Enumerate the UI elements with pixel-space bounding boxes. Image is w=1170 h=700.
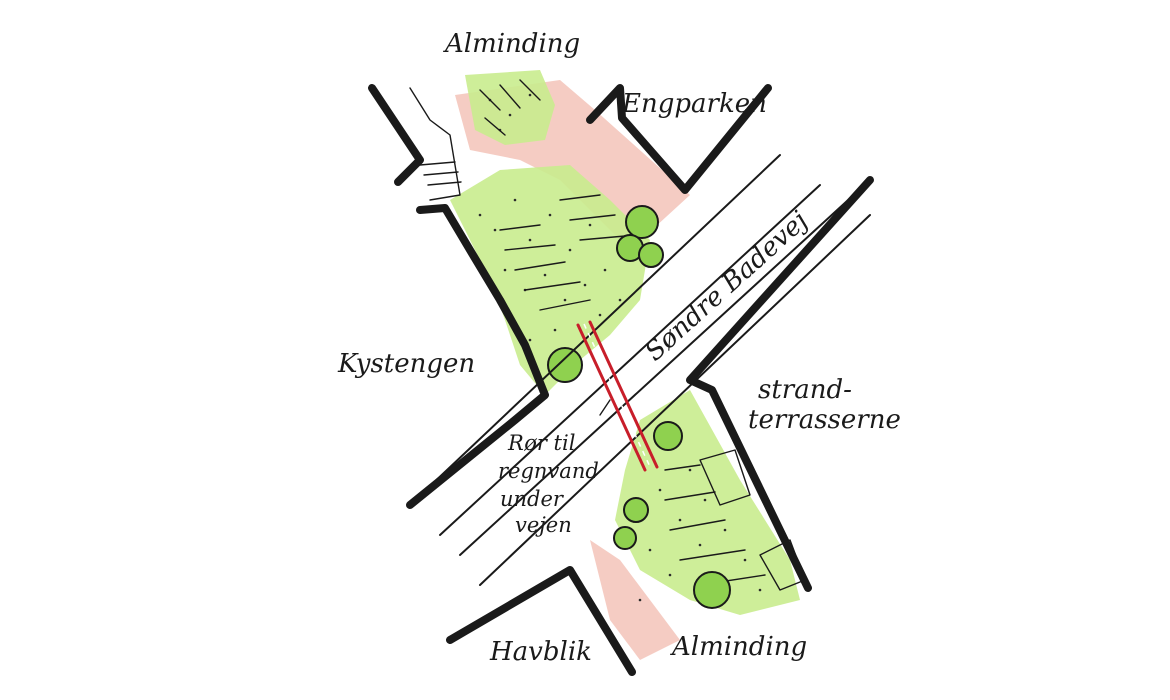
rainwater-pipe [576, 320, 659, 472]
wall-north-engparken [586, 84, 772, 194]
tree [638, 242, 664, 268]
pipe-note-pointer [599, 399, 611, 416]
label-strandterrasserne-1: strand- [758, 375, 852, 405]
tree [625, 205, 659, 239]
wall-south-havblik [446, 566, 636, 676]
vegetation-west-strip [450, 165, 650, 395]
vegetation-hatching [479, 79, 766, 586]
tree [547, 347, 583, 383]
label-havblik: Havblik [489, 637, 592, 667]
wall-northwest [368, 84, 424, 186]
label-alminding-bottom: Alminding [670, 632, 807, 662]
tree [613, 526, 637, 550]
label-engparken: Engparken [621, 89, 767, 119]
tree [693, 571, 731, 609]
building-edges [368, 84, 874, 676]
pipe-note: Rør til regnvand under vejen [498, 431, 599, 537]
pipe-note-line: under [500, 487, 565, 511]
trees [547, 205, 731, 609]
label-kystengen: Kystengen [337, 349, 475, 379]
pipe-note-line: vejen [515, 513, 572, 537]
steps [409, 87, 806, 591]
tree [623, 497, 649, 523]
label-alminding-top: Alminding [443, 29, 580, 59]
pipe-note-line: regnvand [498, 459, 599, 483]
pipe-note-line: Rør til [507, 431, 575, 455]
wall-east [686, 176, 874, 592]
vegetation-north-patch [465, 70, 555, 145]
label-strandterrasserne-2: terrasserne [748, 405, 901, 435]
wall-west [406, 204, 549, 509]
tree [653, 421, 683, 451]
paving-area-south [590, 540, 680, 660]
